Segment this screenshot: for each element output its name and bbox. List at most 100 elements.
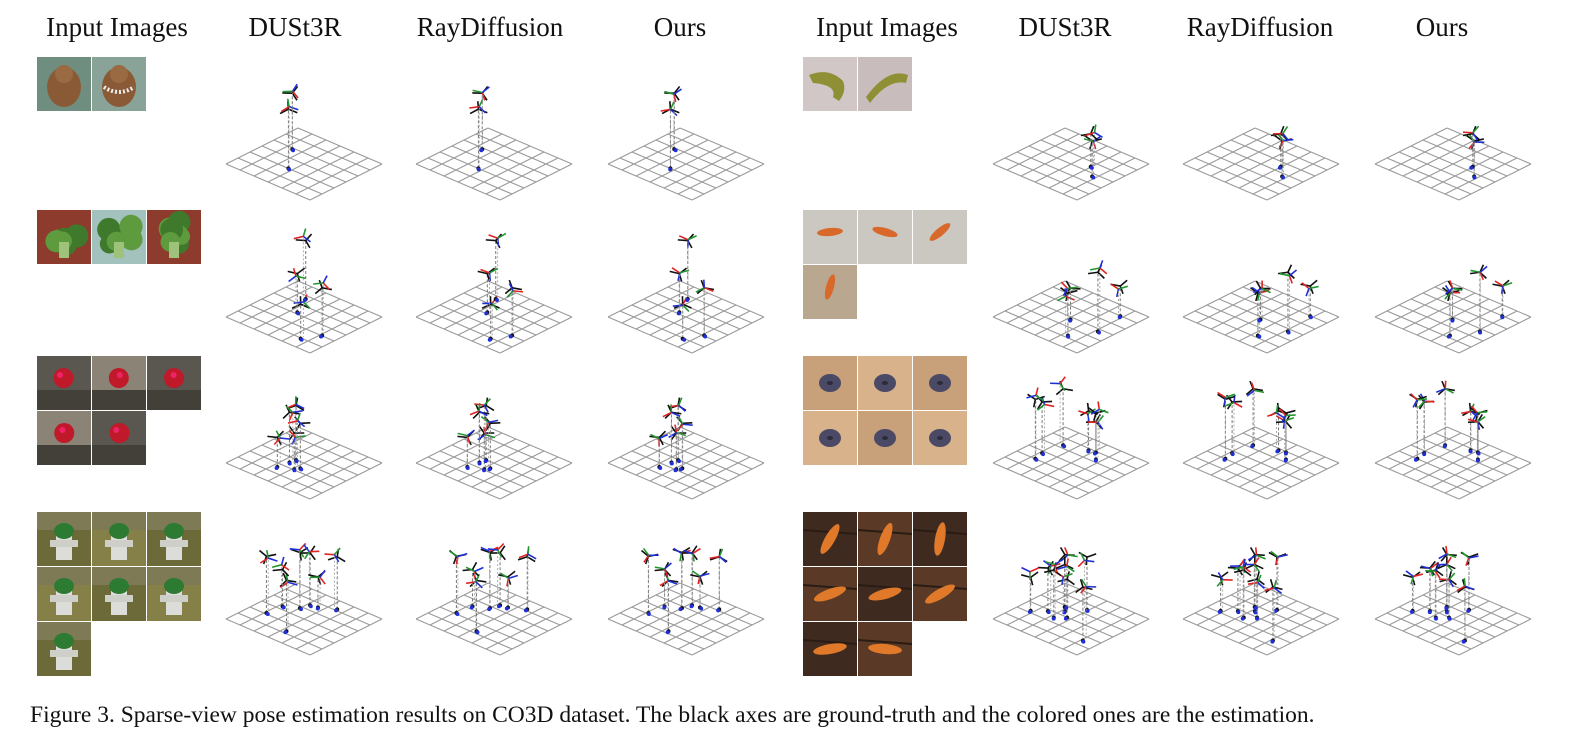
header-input-images-left: Input Images <box>46 12 188 42</box>
input-image-thumbnail <box>37 512 91 566</box>
ground-grid <box>225 127 383 201</box>
input-thumbnail-image <box>858 210 912 264</box>
header-input-images-right: Input Images <box>816 12 958 42</box>
pose-plot-ours-right <box>1374 264 1532 354</box>
pose-panel-dust3r <box>975 527 1155 662</box>
input-thumbnail-image <box>913 411 967 465</box>
ground-grid <box>225 582 383 656</box>
pose-plot-ours-left <box>607 397 765 500</box>
input-image-thumbnail <box>37 411 91 465</box>
pose-panel-dust3r <box>975 371 1155 506</box>
input-image-thumbnail <box>147 567 201 621</box>
input-thumbnail-image <box>858 356 912 410</box>
header-raydiffusion-right: RayDiffusion <box>1186 12 1334 42</box>
camera-pose <box>517 546 537 613</box>
input-image-thumbnail <box>913 512 967 566</box>
input-image-thumbnail <box>858 411 912 465</box>
camera-pose <box>1469 264 1488 335</box>
camera-pose <box>1409 393 1427 462</box>
input-image-thumbnail <box>147 210 201 264</box>
camera-pose <box>1247 571 1265 621</box>
camera-pose <box>469 98 488 172</box>
camera-pose <box>480 546 499 612</box>
input-image-thumbnail <box>858 567 912 621</box>
input-thumbnail-image <box>147 567 201 621</box>
header-raydiffusion-left: RayDiffusion <box>416 12 564 42</box>
camera-pose <box>1080 124 1103 170</box>
camera-pose <box>271 556 290 610</box>
pose-panel-raydiffusion <box>1165 72 1345 207</box>
camera-pose <box>457 429 476 471</box>
ground-grid <box>1182 280 1340 354</box>
pose-panel-dust3r <box>208 225 388 360</box>
pose-panel-raydiffusion <box>398 72 578 207</box>
camera-pose <box>677 233 697 302</box>
ground-grid <box>225 426 383 500</box>
input-thumbnail-image <box>147 210 201 264</box>
input-thumbnail-image <box>37 567 91 621</box>
pose-panel-raydiffusion <box>1165 225 1345 360</box>
pose-plot-dust3r-left <box>225 83 383 201</box>
input-image-thumbnail <box>37 57 91 111</box>
input-thumbnail-image <box>92 57 146 111</box>
pose-plot-raydiffusion-left <box>415 85 573 201</box>
input-image-thumbnail <box>913 567 967 621</box>
input-image-thumbnail <box>803 411 857 465</box>
camera-pose <box>1439 571 1457 621</box>
pose-plot-raydiffusion-right <box>1182 125 1340 201</box>
camera-pose <box>1020 566 1040 614</box>
camera-pose <box>1075 578 1097 644</box>
pose-plot-raydiffusion-right <box>1182 264 1340 354</box>
camera-pose <box>300 544 320 609</box>
ground-grid <box>1374 426 1532 500</box>
input-image-thumbnail <box>803 356 857 410</box>
camera-pose <box>1210 571 1233 614</box>
pose-plot-ours-right <box>1374 125 1532 201</box>
pose-plot-raydiffusion-left <box>415 232 573 354</box>
camera-pose <box>480 416 501 472</box>
camera-pose <box>1469 405 1488 456</box>
pose-plot-dust3r-left <box>225 396 383 500</box>
ground-grid <box>607 426 765 500</box>
ground-grid <box>992 582 1150 656</box>
input-image-thumbnail <box>37 622 91 676</box>
input-thumbnail-image <box>37 210 91 264</box>
camera-pose <box>286 396 305 464</box>
input-thumbnail-image <box>858 622 912 676</box>
camera-pose <box>308 569 326 611</box>
camera-pose <box>1466 134 1485 180</box>
pose-plot-dust3r-right <box>992 376 1150 500</box>
figure-caption: Figure 3. Sparse-view pose estimation re… <box>30 702 1315 728</box>
camera-pose <box>1078 402 1098 454</box>
pose-panel-dust3r <box>208 72 388 207</box>
header-dust3r-right: DUSt3R <box>1018 12 1112 42</box>
camera-pose <box>1264 579 1283 644</box>
camera-pose <box>1026 387 1045 462</box>
pose-panel-dust3r <box>975 72 1155 207</box>
pose-panel-raydiffusion <box>1165 527 1345 662</box>
camera-pose <box>279 98 299 172</box>
ground-grid <box>992 127 1150 201</box>
ground-grid <box>415 426 573 500</box>
pose-plot-ours-left <box>607 233 765 354</box>
camera-pose <box>664 85 682 153</box>
camera-pose <box>1245 380 1265 449</box>
input-thumbnail-image <box>858 57 912 111</box>
input-thumbnail-image <box>37 57 91 111</box>
pose-plot-ours-left <box>607 85 765 201</box>
input-image-thumbnail <box>92 567 146 621</box>
camera-pose <box>672 296 692 342</box>
camera-pose <box>1300 279 1319 320</box>
ground-grid <box>225 280 383 354</box>
camera-pose <box>293 228 313 302</box>
ground-grid <box>415 280 573 354</box>
camera-pose <box>282 404 303 466</box>
pose-panel-ours <box>1357 72 1537 207</box>
camera-pose <box>472 85 490 153</box>
pose-plot-ours-right <box>1374 380 1532 500</box>
camera-pose <box>1060 280 1081 323</box>
pose-panel-dust3r <box>208 371 388 506</box>
camera-pose <box>1217 391 1236 462</box>
input-image-thumbnail <box>913 411 967 465</box>
camera-pose <box>1461 402 1480 454</box>
